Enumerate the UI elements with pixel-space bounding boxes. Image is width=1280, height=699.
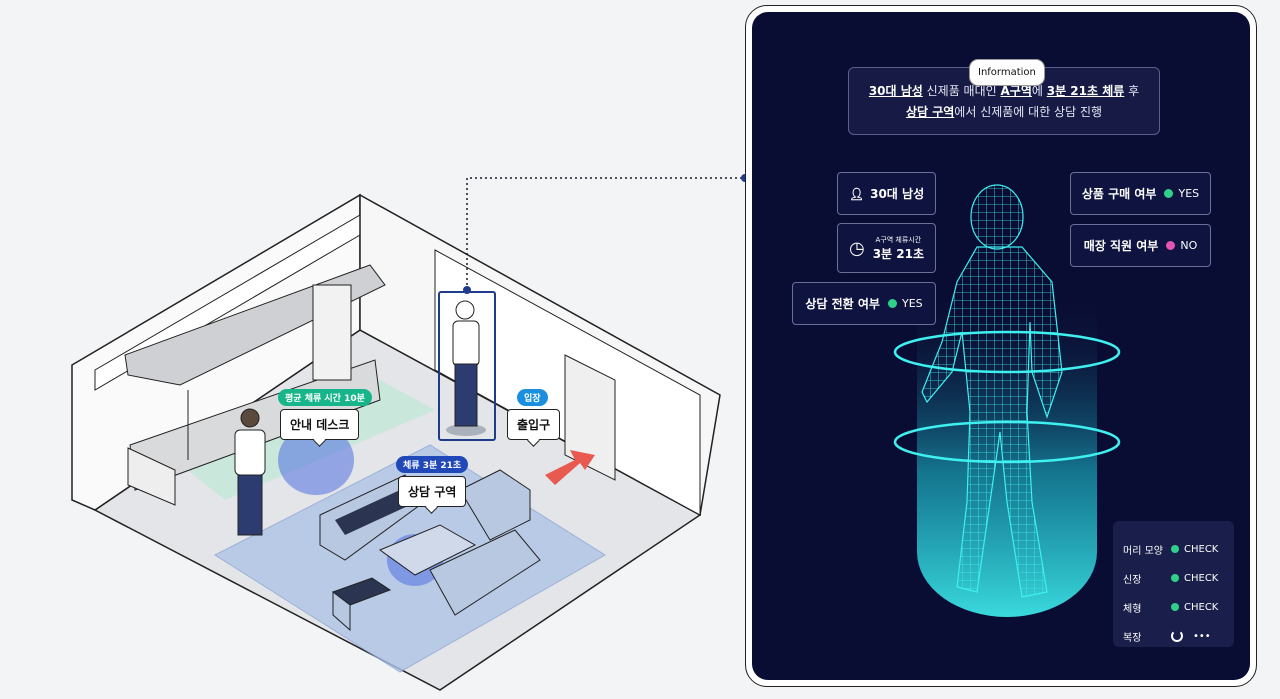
information-pill: Information — [969, 59, 1045, 86]
age-card: 👤︎ 30대 남성 — [837, 172, 936, 215]
store-floorplan-svg — [71, 174, 749, 691]
staff-card: 매장 직원 여부 NO — [1070, 224, 1211, 267]
entry-tag: 입장 — [517, 389, 548, 406]
clock-icon: ◷ — [848, 237, 865, 259]
stay-time-tag: 체류 3분 21초 — [396, 456, 469, 473]
info-line-1: 30대 남성 신제품 매대인 A구역에 3분 21초 체류 후 — [868, 84, 1140, 98]
analysis-panel: Information 30대 남성 신제품 매대인 A구역에 3분 21초 체… — [752, 12, 1250, 680]
purchase-card: 상품 구매 여부 YES — [1070, 172, 1211, 215]
status-dot — [1166, 241, 1176, 250]
stay-time-card: ◷ A구역 체류시간 3분 21초 — [837, 223, 936, 273]
status-dot — [1164, 189, 1174, 198]
status-dot — [887, 299, 897, 308]
avg-stay-tag: 평균 체류 시간 10분 — [278, 389, 372, 406]
information-box: Information 30대 남성 신제품 매대인 A구역에 3분 21초 체… — [848, 59, 1160, 135]
store-illustration: 평균 체류 시간 10분 안내 데스크 입장 출입구 체류 3분 21초 상담 … — [0, 0, 760, 695]
info-line-2: 상담 구역에서 신제품에 대한 상담 진행 — [905, 105, 1103, 119]
consult-area-label: 상담 구역 — [398, 476, 467, 507]
person-icon: 👤︎ — [848, 186, 865, 201]
loading-icon — [1171, 630, 1183, 642]
info-desk-label: 안내 데스크 — [280, 409, 360, 440]
hologram-body-icon — [893, 184, 1121, 617]
list-item: 복장 ••• — [1123, 630, 1211, 644]
consult-conversion-card: 상담 전환 여부 YES — [792, 282, 936, 325]
exit-label: 출입구 — [507, 409, 561, 440]
